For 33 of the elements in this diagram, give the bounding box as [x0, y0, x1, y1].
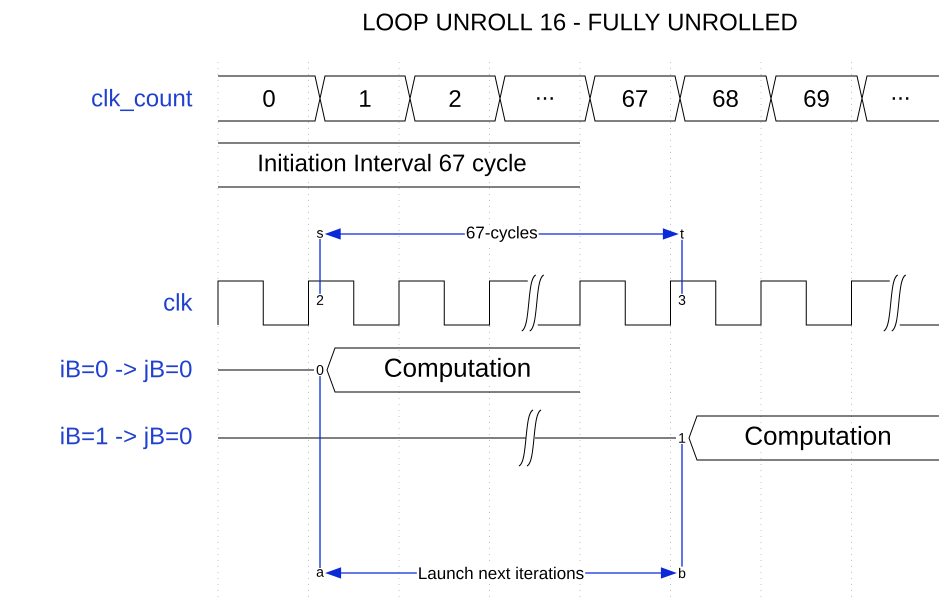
- title: LOOP UNROLL 16 - FULLY UNROLLED: [364, 14, 797, 30]
- bus-segment: ...: [500, 75, 591, 122]
- bus-segment: ...: [862, 75, 939, 122]
- marker-label: 2: [315, 294, 325, 306]
- signal-name: clk: [164, 293, 192, 311]
- bus-segment: 67: [590, 75, 681, 122]
- edge-label: 67-cycles: [464, 225, 539, 243]
- node-label: Initiation Interval 67 cycle: [259, 154, 526, 176]
- bus-segment: 68: [680, 75, 772, 122]
- connector-line: [681, 240, 683, 294]
- node-label: Computation: [385, 358, 530, 382]
- bus-segment: 2: [410, 75, 501, 122]
- marker-label: s: [316, 229, 324, 239]
- interval-band: Initiation Interval 67 cycle: [218, 142, 580, 188]
- marker-label: 3: [677, 294, 687, 306]
- marker-label: 1: [677, 432, 687, 444]
- connector-line: [319, 239, 321, 294]
- connector-line: [319, 376, 321, 568]
- computation-box: Computation: [326, 347, 580, 392]
- computation-box: Computation: [688, 415, 939, 460]
- marker-label: 0: [315, 364, 325, 376]
- edge-label: Launch next iterations: [416, 566, 586, 580]
- signal-name: iB=1 -> jB=0: [61, 426, 192, 450]
- marker-label: b: [677, 566, 687, 580]
- marker-label: t: [679, 228, 685, 240]
- bus-segment: 1: [320, 75, 411, 122]
- bus-segment: 0: [218, 75, 321, 122]
- bus-segment: 69: [770, 75, 863, 122]
- marker-label: a: [315, 568, 325, 578]
- signal-name: iB=0 -> jB=0: [61, 360, 192, 382]
- node-label: Computation: [746, 426, 890, 450]
- signal-name: clk_count: [92, 88, 192, 112]
- connector-line: [681, 444, 683, 567]
